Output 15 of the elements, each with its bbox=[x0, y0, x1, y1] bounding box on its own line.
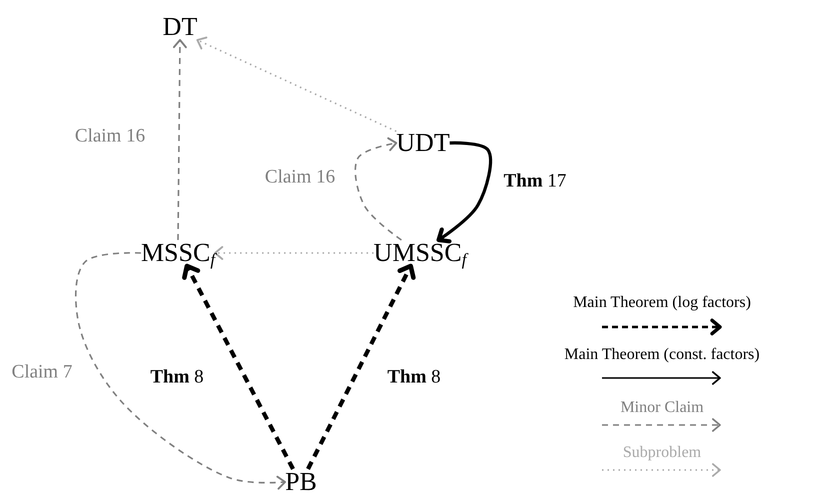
dotted-arrow bbox=[214, 246, 374, 260]
curved-arrow bbox=[436, 141, 492, 244]
dashed-arrow bbox=[75, 252, 286, 490]
node-label: DT bbox=[162, 14, 198, 40]
dashed-arrow bbox=[354, 137, 402, 241]
legend-label: Main Theorem (log factors) bbox=[573, 294, 751, 312]
legend-label: Subproblem bbox=[622, 444, 702, 462]
dashed-arrow bbox=[182, 264, 295, 470]
legend-label: Main Theorem (const. factors) bbox=[564, 346, 760, 364]
dotted-arrow bbox=[196, 36, 397, 132]
legend-label: Minor Claim bbox=[620, 399, 704, 417]
dashed-arrow bbox=[172, 39, 187, 240]
node-label: UDT bbox=[396, 130, 450, 156]
dashed-arrow bbox=[306, 264, 416, 470]
node-label: PB bbox=[285, 469, 317, 495]
